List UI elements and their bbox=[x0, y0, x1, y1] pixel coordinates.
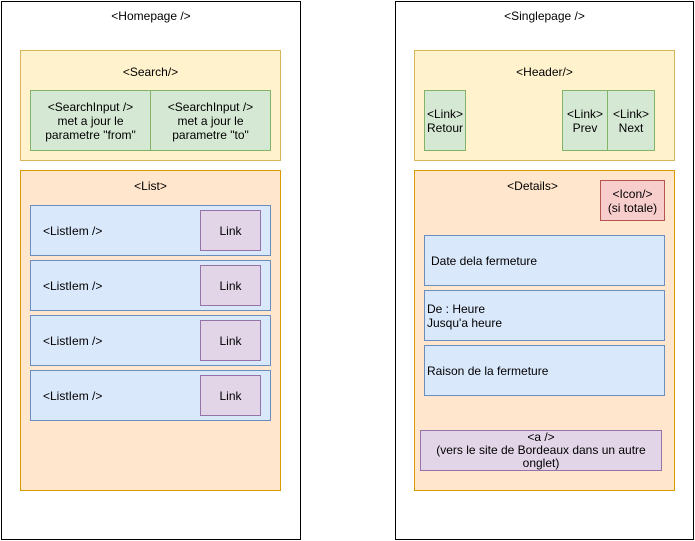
list-item-label: <ListIem /> bbox=[43, 333, 103, 348]
list-item-link: Link bbox=[200, 375, 261, 416]
search-title: <Search/> bbox=[122, 65, 179, 79]
details-date-label: Date dela fermeture bbox=[431, 253, 538, 268]
details-hours: De : Heure Jusqu'a heure bbox=[424, 290, 665, 341]
details-reason: Raison de la fermeture bbox=[424, 345, 665, 396]
details-hours-label: De : Heure Jusqu'a heure bbox=[427, 301, 503, 330]
header-title: <Header/> bbox=[516, 65, 573, 79]
anchor-component: <a /> (vers le site de Bordeaux dans un … bbox=[420, 430, 662, 471]
list-item-label: <ListIem /> bbox=[43, 388, 103, 403]
list-item-link: Link bbox=[200, 320, 261, 361]
link-prev: <Link> Prev bbox=[562, 90, 608, 151]
singlepage-title: <Singlepage /> bbox=[504, 9, 585, 23]
details-date: Date dela fermeture bbox=[424, 235, 665, 286]
icon-component: <Icon/> (si totale) bbox=[600, 180, 665, 221]
list-item-link: Link bbox=[200, 265, 261, 306]
details-title: <Details> bbox=[507, 179, 558, 193]
list-title: <List> bbox=[134, 179, 167, 193]
search-input-from: <SearchInput /> met a jour le parametre … bbox=[30, 90, 151, 151]
homepage-title: <Homepage /> bbox=[111, 9, 191, 23]
link-retour: <Link> Retour bbox=[424, 90, 466, 151]
list-item-label: <ListIem /> bbox=[43, 223, 103, 238]
link-next: <Link> Next bbox=[607, 90, 655, 151]
search-input-to: <SearchInput /> met a jour le parametre … bbox=[150, 90, 271, 151]
details-reason-label: Raison de la fermeture bbox=[427, 363, 549, 378]
list-item-link: Link bbox=[200, 210, 261, 251]
list-item-label: <ListIem /> bbox=[43, 278, 103, 293]
